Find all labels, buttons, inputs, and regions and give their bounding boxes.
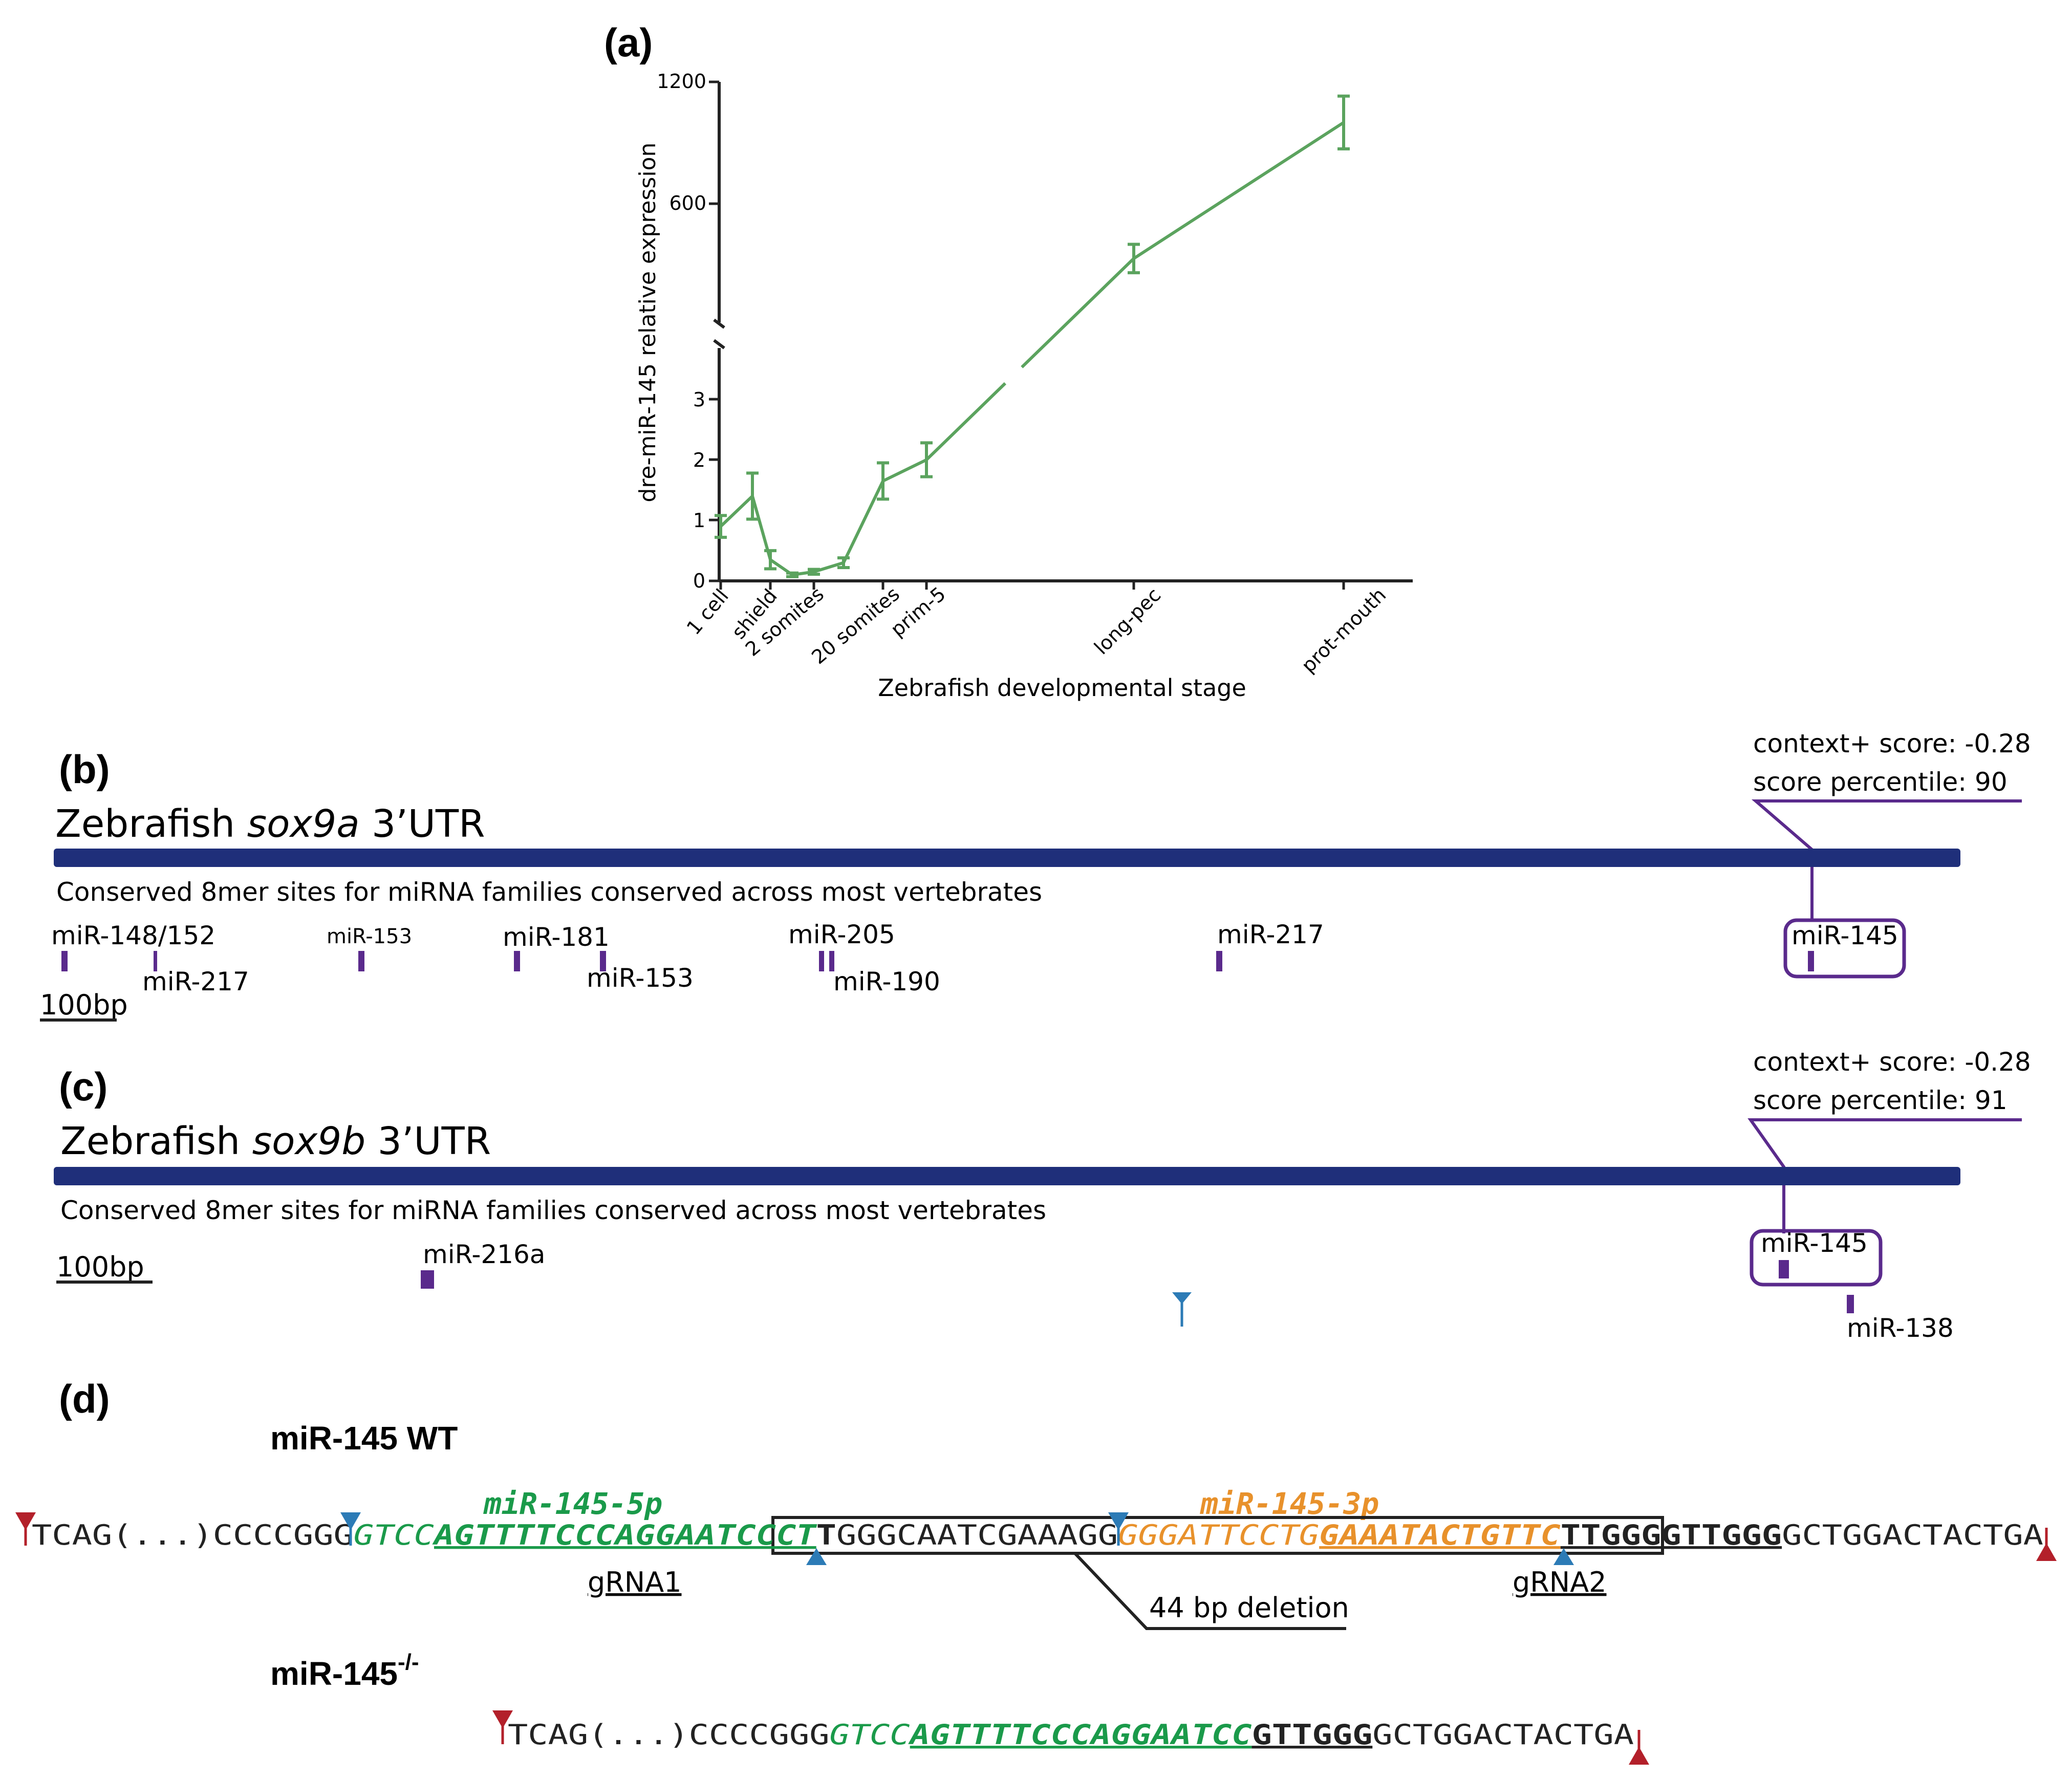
series-line-bridge (925, 382, 1006, 461)
deletion-label: 44 bp deletion (1149, 1592, 1349, 1624)
scale-bar-label: 100bp (40, 989, 128, 1021)
mir-5p-label: miR-145-5p (483, 1486, 662, 1521)
sox9b-utr-bar (54, 1167, 1960, 1185)
grna1-cut-marker (806, 1548, 827, 1565)
site-label: miR-205 (788, 920, 895, 949)
sox9b-callout-line (1747, 1118, 2022, 1233)
site-label-mir145: miR-145 (1792, 921, 1898, 950)
x-tick-label-protmouth: prot-mouth (1297, 583, 1391, 677)
panel-b-label: (b) (59, 747, 110, 792)
error-bar (764, 549, 776, 571)
site-mark (829, 951, 834, 971)
sox9a-context-score: context+ score: -0.28 (1753, 729, 2031, 758)
site-label: miR-138 (1847, 1313, 1954, 1343)
deletion-callout-line (1073, 1552, 1346, 1630)
y-tick-label-600: 600 (669, 192, 706, 214)
series-line-group (715, 94, 1350, 578)
deletion-box (771, 1516, 1664, 1555)
site-mark (358, 951, 364, 971)
scale-bar-label: 100bp (56, 1251, 144, 1283)
series-line-lower (719, 458, 927, 577)
site-mark (61, 951, 68, 971)
error-bar (715, 514, 727, 539)
series-line-bridge (1021, 257, 1135, 368)
sox9a-subtitle: Conserved 8mer sites for miRNA families … (56, 877, 1042, 907)
y-tick-label-1200: 1200 (657, 70, 706, 93)
sox9a-title: Zebrafish sox9a 3’UTR (55, 802, 485, 846)
site-label: miR-217 (1217, 920, 1324, 949)
panel-d-label: (d) (59, 1376, 110, 1421)
site-mark (1216, 951, 1222, 971)
site-mark (154, 951, 157, 971)
error-bar (1128, 243, 1140, 274)
wt-title: miR-145 WT (270, 1420, 458, 1457)
y-tick-label-3: 3 (693, 388, 705, 411)
grna2-cut-marker (1553, 1548, 1574, 1565)
site-label: miR-190 (833, 967, 940, 996)
site-mark (819, 951, 824, 971)
site-mark (421, 1270, 434, 1289)
sox9a-utr-bar (54, 849, 1960, 867)
x-tick-label-longpec: long-pec (1090, 583, 1165, 659)
error-bar (808, 568, 820, 576)
mir145-highlight-box (1783, 918, 1906, 979)
panel-a-label: (a) (604, 20, 653, 65)
grna2-label: gRNA2 (1513, 1566, 1607, 1598)
axis-break-mark (713, 318, 725, 350)
error-bar (746, 471, 759, 521)
panel-c-label: (c) (59, 1064, 107, 1109)
sox9a-percentile: score percentile: 90 (1753, 767, 2008, 797)
mir145-highlight-box (1750, 1229, 1883, 1287)
error-bar (837, 556, 850, 569)
mir-3p-label: miR-145-3p (1200, 1486, 1379, 1521)
grna1-label: gRNA1 (588, 1566, 682, 1598)
site-label: miR-148/152 (51, 921, 215, 950)
sox9b-percentile: score percentile: 91 (1753, 1086, 2008, 1115)
site-label: miR-181 (503, 922, 610, 952)
error-bar (920, 441, 933, 479)
site-label: miR-153 (327, 925, 412, 948)
x-axis-title: Zebrafish developmental stage (878, 674, 1246, 702)
cut-site-marker (1172, 1292, 1192, 1304)
y-axis-title: dre-miR-145 relative expression (635, 142, 661, 502)
x-tick-label-1cell: 1 cell (682, 585, 733, 639)
site-mark (1847, 1295, 1854, 1313)
error-bar (786, 571, 798, 578)
site-mark (1808, 951, 1814, 971)
error-bar (877, 461, 889, 501)
site-mark (600, 951, 606, 971)
site-mark (514, 951, 520, 971)
series-line-upper (1133, 121, 1345, 260)
site-label-mir145: miR-145 (1761, 1228, 1868, 1258)
y-tick-label-1: 1 (693, 509, 705, 532)
sox9b-title: Zebrafish sox9b 3’UTR (60, 1119, 491, 1163)
ko-title: miR-145-/- (270, 1650, 419, 1692)
site-mark (1779, 1260, 1789, 1278)
sox9a-callout-line (1751, 799, 2022, 921)
error-bar (1337, 94, 1350, 150)
site-label: miR-216a (423, 1240, 545, 1269)
site-label: miR-217 (142, 967, 249, 996)
sox9b-subtitle: Conserved 8mer sites for miRNA families … (60, 1196, 1046, 1225)
y-tick-label-0: 0 (693, 570, 705, 592)
y-tick-label-2: 2 (693, 449, 705, 471)
sox9b-context-score: context+ score: -0.28 (1753, 1047, 2031, 1077)
chart-a: 1200 600 3 2 1 0 dre-miR-145 relative ex… (635, 70, 1413, 702)
site-label: miR-153 (587, 963, 694, 993)
